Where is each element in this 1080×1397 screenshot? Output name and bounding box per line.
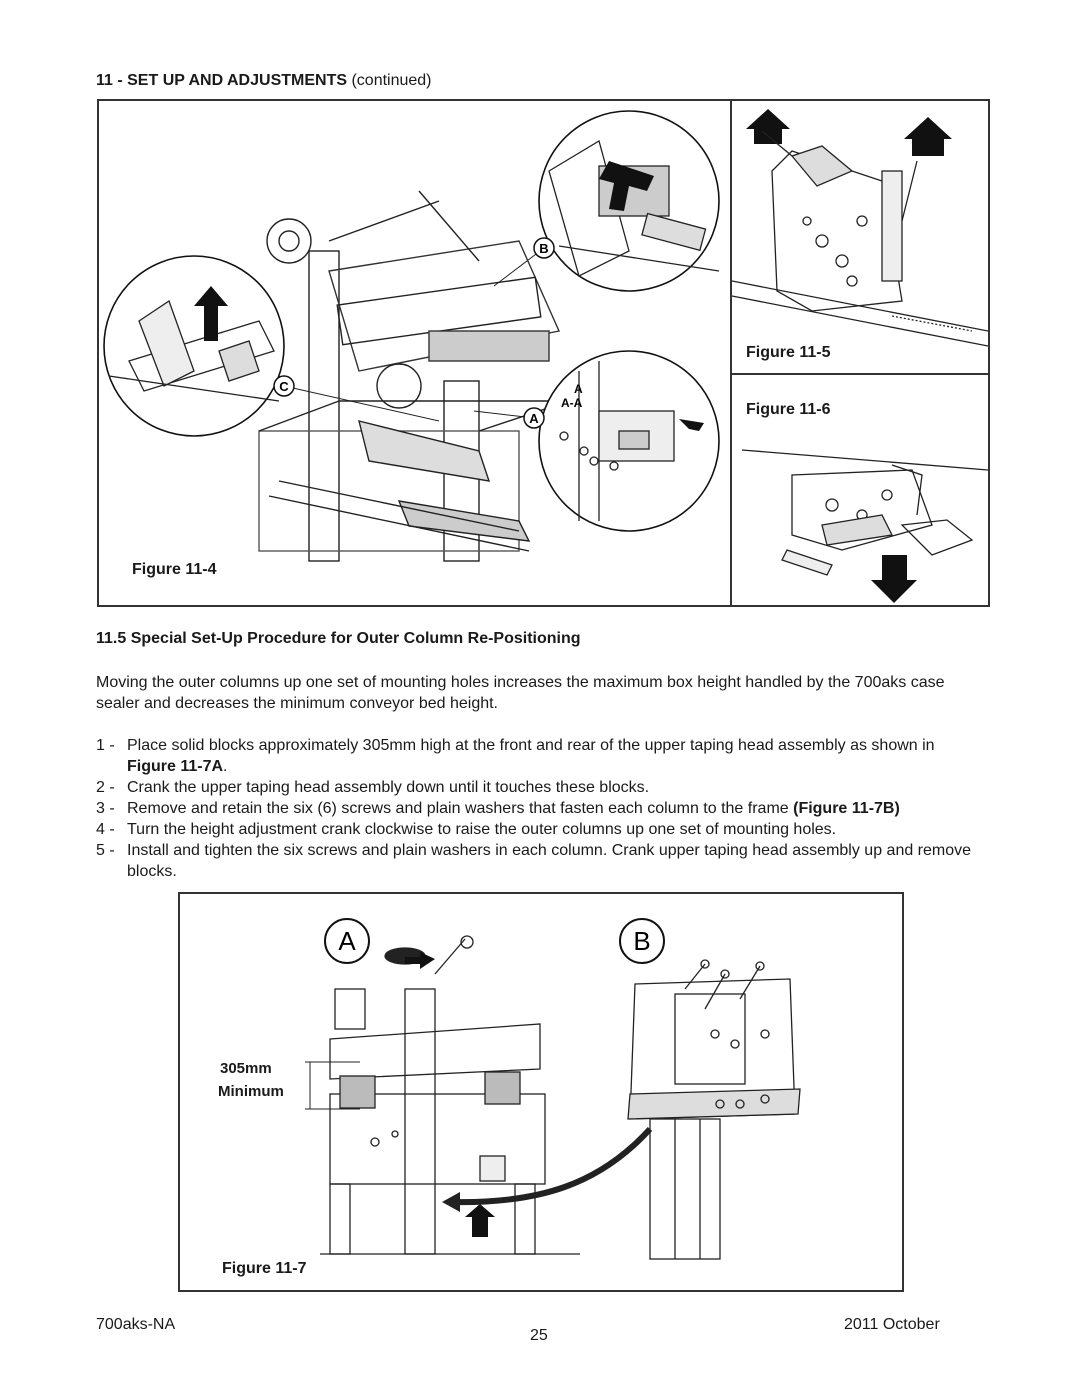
intro-paragraph: Moving the outer columns up one set of m… xyxy=(96,674,945,712)
svg-text:B: B xyxy=(633,926,650,956)
section-heading: 11.5 Special Set-Up Procedure for Outer … xyxy=(96,630,581,647)
step-item: 3 -Remove and retain the six (6) screws … xyxy=(96,800,900,817)
svg-text:B: B xyxy=(539,241,548,256)
up-arrow-icon xyxy=(465,1204,495,1237)
figure-11-6-label: Figure 11-6 xyxy=(746,401,831,418)
up-arrow-left-icon xyxy=(746,109,790,144)
step-item: 4 -Turn the height adjustment crank cloc… xyxy=(96,821,837,838)
step-item: 1 -Place solid blocks approximately 305m… xyxy=(96,737,935,775)
up-arrow-right-icon xyxy=(904,117,952,156)
figure-11-4-label: Figure 11-4 xyxy=(132,561,217,578)
step-item: 2 -Crank the upper taping head assembly … xyxy=(96,779,650,796)
figure-11-6-panel: Figure 11-6 xyxy=(730,373,990,607)
panel-a-badge: A xyxy=(324,918,370,964)
figure-11-5-label: Figure 11-5 xyxy=(746,344,831,361)
figure-11-7-illustration: A B xyxy=(305,918,801,1260)
callout-c: C xyxy=(273,375,295,397)
section-title-suffix: (continued) xyxy=(347,72,432,89)
figure-11-5-illustration xyxy=(731,109,989,347)
up-arrow-icon xyxy=(194,286,228,341)
figure-11-6-illustration xyxy=(741,449,989,603)
figure-11-7-panel: A B xyxy=(178,892,904,1292)
section-title: 11 - SET UP AND ADJUSTMENTS xyxy=(96,72,348,89)
down-arrow-icon xyxy=(871,555,917,603)
callout-b: B xyxy=(533,237,555,259)
section-a-label: A xyxy=(574,382,583,396)
arrow-icon xyxy=(679,419,704,431)
rotate-arrow-icon xyxy=(405,952,435,969)
section-header: 11 - SET UP AND ADJUSTMENTS (continued) xyxy=(96,72,432,90)
down-arrow-icon xyxy=(599,161,654,211)
callout-a: A xyxy=(523,407,545,429)
svg-text:A: A xyxy=(529,411,539,426)
svg-text:A: A xyxy=(338,926,356,956)
footer-date: 2011 October xyxy=(844,1316,940,1333)
dimension-value: 305mm xyxy=(220,1060,272,1077)
figure-11-4-illustration: C B A A A-A xyxy=(103,110,720,562)
step-item: 5 -Install and tighten the six screws an… xyxy=(96,842,972,880)
svg-text:C: C xyxy=(279,379,289,394)
dimension-caption: Minimum xyxy=(218,1083,284,1100)
curved-arrow-head-icon xyxy=(442,1192,460,1212)
footer-page-number: 25 xyxy=(530,1327,548,1344)
section-aa-label: A-A xyxy=(561,396,583,410)
steps-list: 1 -Place solid blocks approximately 305m… xyxy=(96,735,976,882)
figure-11-7-label: Figure 11-7 xyxy=(222,1260,307,1277)
figure-11-4-panel: C B A A A-A Figure 11-4 xyxy=(97,99,732,607)
panel-b-badge: B xyxy=(619,918,665,964)
figure-11-5-panel: Figure 11-5 xyxy=(730,99,990,375)
footer-model: 700aks-NA xyxy=(96,1316,176,1333)
